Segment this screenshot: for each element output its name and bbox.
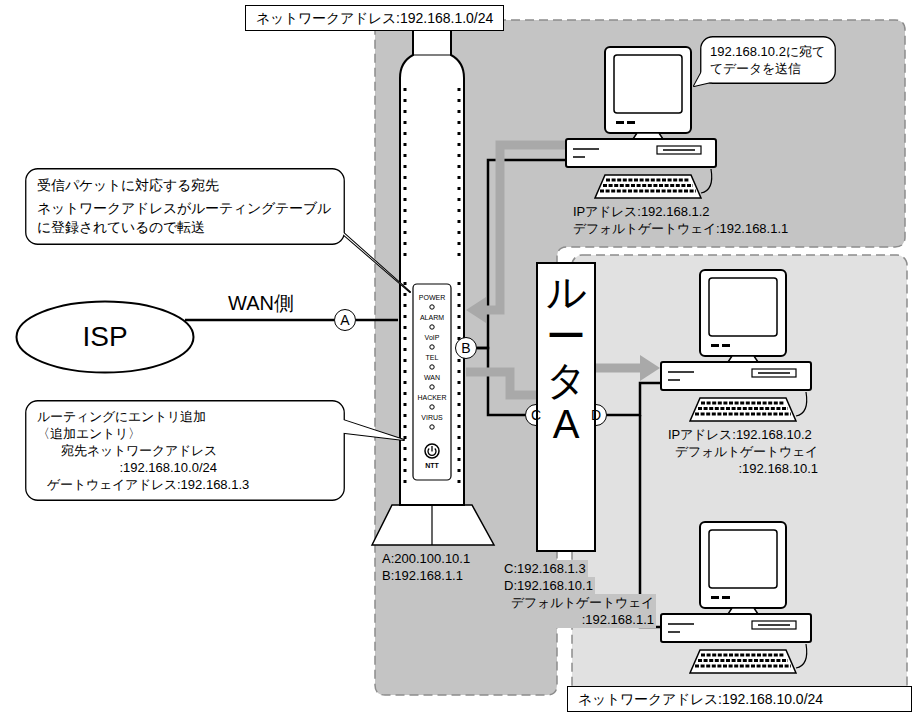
led — [430, 325, 434, 329]
address-text: デフォルトゲートウェイ :192.168.10.1 — [668, 443, 818, 477]
address-text: C:192.168.1.3 — [502, 560, 588, 577]
router-body — [400, 17, 464, 505]
text-slot: IPアドレス:192.168.1.2 — [573, 203, 710, 220]
indicator-label: ALARM — [407, 314, 457, 322]
region-group — [572, 255, 907, 700]
router-name: ルータA — [546, 270, 586, 446]
text-slot: VoIP — [407, 334, 457, 342]
indicator-label: HACKER — [407, 394, 457, 402]
speech-bubble: ルーティングにエントリ追加〈追加エントリ〉宛先ネットワークアドレス :192.1… — [25, 400, 345, 501]
router-panel — [413, 284, 451, 480]
indicator-label: WAN — [407, 374, 457, 382]
led — [430, 425, 434, 429]
router-box: ルータAC:192.168.1.3D:192.168.10.1デフォルトゲートウ… — [536, 262, 596, 552]
region-outline — [565, 255, 915, 714]
bubble-body — [26, 401, 345, 501]
label-box: ネットワークアドレス:192.168.10.0/24 — [567, 686, 912, 712]
computer: IPアドレス:192.168.1.2デフォルトゲートウェイ:192.168.1.… — [565, 45, 717, 201]
connector — [185, 320, 334, 321]
led — [430, 365, 434, 369]
text-slot: デフォルトゲートウェイ:192.168.1.1 — [573, 220, 788, 237]
stand-line — [431, 505, 432, 545]
callout-heading: 192.168.10.2に宛ててデータを送信 — [710, 43, 826, 77]
port-letter: D — [591, 408, 601, 422]
text-slot: ALARM — [407, 314, 457, 322]
power-icon — [428, 446, 436, 455]
bubble-tail-fill — [307, 203, 410, 292]
text-slot: IPアドレス:192.168.10.2 — [668, 426, 812, 443]
text-slot: デフォルトゲートウェイ :192.168.10.1 — [668, 443, 818, 477]
ellipse-shape — [17, 302, 194, 373]
text-slot: NTT — [407, 462, 457, 470]
indicator-label: TEL — [407, 354, 457, 362]
broadband-router: A:200.100.10.1B:192.168.1.1 — [398, 12, 466, 505]
callout-text: ゲートウェイアドレス:192.168.1.3 — [47, 476, 333, 493]
network-cable — [185, 319, 334, 322]
speech-bubble-outline — [700, 36, 836, 84]
callout-text: 宛先ネットワークアドレス :192.168.10.0/24 — [47, 442, 217, 476]
bubble-tail-fill — [313, 410, 404, 440]
address-text: デフォルトゲートウェイ:192.168.1.1 — [573, 220, 788, 237]
callout-text: 〈追加エントリ〉 — [37, 425, 333, 442]
address-text: A:200.100.10.1 — [382, 550, 470, 567]
callout-heading: 受信パケットに対応する宛先 — [37, 176, 333, 195]
indicator-label: VoIP — [407, 334, 457, 342]
port-letter: A — [340, 313, 349, 327]
port-marker: B — [455, 337, 477, 359]
callout-heading: ルーティングにエントリ追加 — [37, 408, 333, 425]
edge-label: WAN側 — [228, 291, 294, 315]
address-text: IPアドレス:192.168.10.2 — [668, 426, 812, 443]
text-slot: A:200.100.10.1 — [382, 550, 470, 567]
led — [430, 345, 434, 349]
text-slot: B:192.168.1.1 — [382, 567, 463, 584]
router-stand — [372, 505, 494, 545]
network-name: ISP — [82, 321, 127, 353]
speech-bubble: 受信パケットに対応する宛先ネットワークアドレスがルーティングテーブルに登録されて… — [25, 168, 345, 245]
led — [430, 385, 434, 389]
address-text: B:192.168.1.1 — [382, 567, 463, 584]
bubble-body — [26, 169, 345, 245]
text-slot: HACKER — [407, 394, 457, 402]
network-address: ネットワークアドレス:192.168.1.0/24 — [256, 9, 493, 27]
port-marker: A — [334, 309, 356, 331]
network-address: ネットワークアドレス:192.168.10.0/24 — [578, 690, 901, 708]
port-letter: C — [531, 408, 541, 422]
indicator-label: VIRUS — [407, 414, 457, 422]
network-region: ネットワークアドレス:192.168.10.0/24 D IPアドレス:192.16… — [565, 255, 915, 714]
region-shape — [572, 255, 907, 700]
led — [430, 305, 434, 309]
data-flow-line — [596, 364, 642, 373]
router-cap-line — [413, 54, 451, 55]
text-slot: WAN — [407, 374, 457, 382]
callout-text: ネットワークアドレスがルーティングテーブルに登録されているので転送 — [37, 199, 333, 237]
text-slot: D:192.168.10.1 — [502, 577, 595, 594]
router-vents — [405, 88, 459, 490]
speech-bubble: 192.168.10.2に宛ててデータを送信 — [700, 36, 836, 84]
address-text: IPアドレス:192.168.1.2 — [573, 203, 710, 220]
address-text: D:192.168.10.1 — [502, 577, 595, 594]
connector — [356, 320, 398, 321]
indicator-label: NTT — [407, 462, 457, 470]
led — [430, 405, 434, 409]
text-slot: デフォルトゲートウェイ :192.168.1.1 — [502, 594, 656, 628]
text-slot: TEL — [407, 354, 457, 362]
label-box: ネットワークアドレス:192.168.1.0/24 — [245, 5, 504, 31]
network-cable — [356, 319, 398, 322]
isp-cloud: ISP — [15, 300, 195, 374]
text-slot: C:192.168.1.3 — [502, 560, 588, 577]
text-slot: POWER — [407, 294, 457, 302]
bubble-tail — [307, 203, 410, 292]
computer: IPアドレス:192.168.10.2デフォルトゲートウェイ :192.168.… — [660, 268, 812, 424]
port-letter: B — [461, 341, 470, 355]
power-button — [425, 444, 439, 458]
text-slot: VIRUS — [407, 414, 457, 422]
indicator-label: POWER — [407, 294, 457, 302]
address-text: デフォルトゲートウェイ :192.168.1.1 — [502, 594, 656, 628]
text-slot: WAN側 — [228, 291, 294, 315]
